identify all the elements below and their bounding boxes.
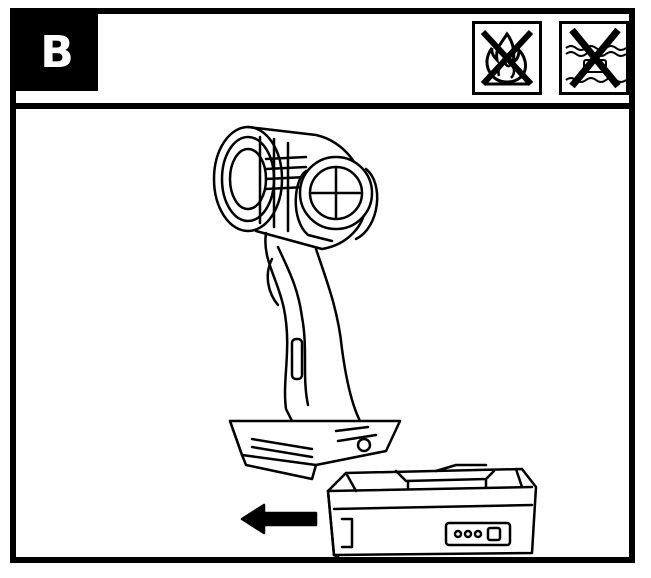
insert-direction-arrow-icon: [240, 503, 318, 535]
panel-header: B: [16, 14, 629, 109]
instruction-panel: B: [10, 8, 635, 563]
no-water-immersion-icon: [559, 21, 629, 95]
step-letter: B: [40, 26, 74, 78]
battery-insertion-illustration: [16, 109, 629, 557]
battery-pack-icon: [326, 463, 538, 557]
no-fire-icon: [472, 21, 542, 95]
flashlight-icon: [212, 125, 402, 481]
illustration-drawing: [212, 125, 538, 557]
step-badge: B: [16, 14, 98, 91]
